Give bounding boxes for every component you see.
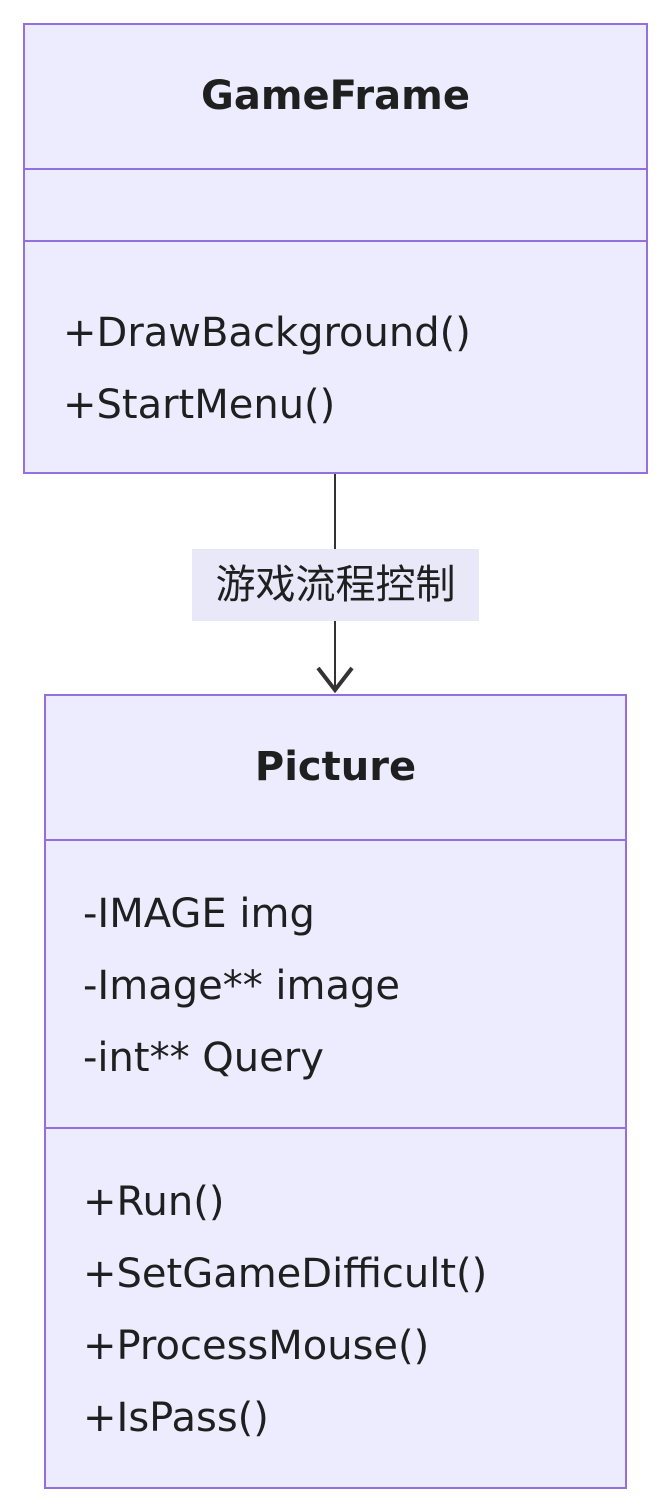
class-gameframe[interactable]: GameFrame +DrawBackground() +StartMenu(): [23, 23, 648, 474]
arrow-head-icon: [316, 666, 354, 694]
method-item: +ProcessMouse(): [83, 1323, 430, 1369]
class-divider-attributes: [46, 839, 625, 841]
class-divider-attributes: [25, 168, 646, 170]
attribute-item: -IMAGE img: [83, 891, 315, 937]
class-name: Picture: [254, 744, 417, 790]
method-item: +IsPass(): [83, 1395, 269, 1441]
attribute-item: -Image** image: [83, 963, 401, 1009]
method-item: +StartMenu(): [63, 382, 336, 428]
class-divider-methods: [46, 1127, 625, 1129]
method-item: +SetGameDifficult(): [83, 1251, 488, 1297]
class-divider-methods: [25, 240, 646, 242]
class-name: GameFrame: [201, 73, 470, 119]
class-picture[interactable]: Picture -IMAGE img -Image** image -int**…: [44, 694, 627, 1489]
relation-label: 游戏流程控制: [192, 549, 479, 621]
attribute-item: -int** Query: [83, 1035, 324, 1081]
method-item: +DrawBackground(): [63, 310, 471, 356]
method-item: +Run(): [83, 1179, 225, 1225]
